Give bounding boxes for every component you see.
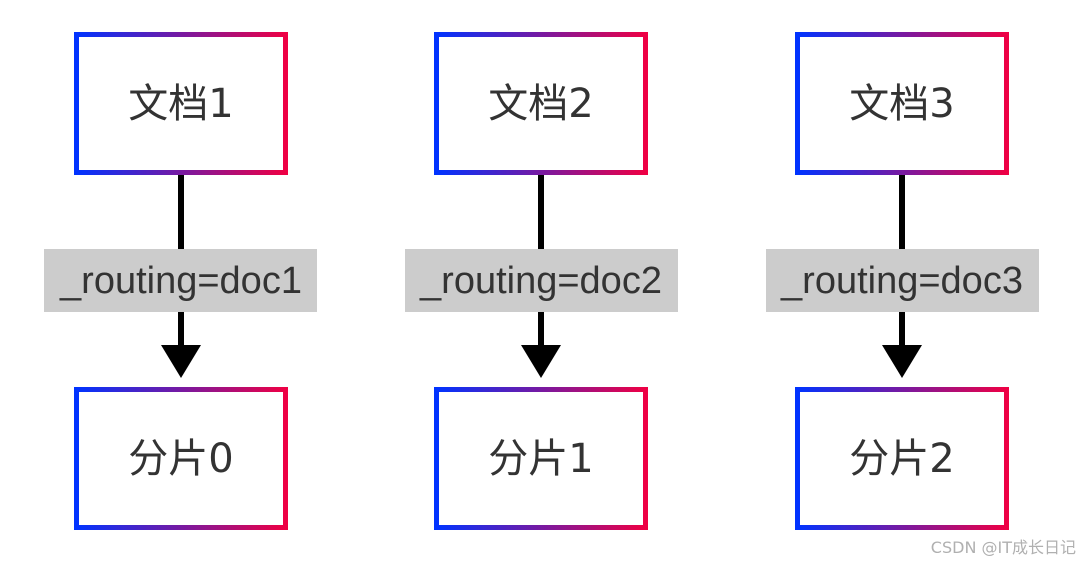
edge-label-bg-2 [405,249,678,312]
document-label-3: 文档3 [849,81,954,127]
flow-column-1: 文档1 _routing=doc1 分片0 [44,32,317,530]
arrowhead-1 [161,345,201,378]
shard-box-1 [434,387,648,530]
flow-column-2: 文档2 _routing=doc2 分片1 [405,32,678,530]
flow-column-3: 文档3 _routing=doc3 分片2 [766,32,1039,530]
shard-label-0: 分片0 [128,436,233,482]
shard-box-2 [795,387,1009,530]
shard-label-1: 分片1 [488,436,593,482]
edge-label-3: _routing=doc3 [780,260,1023,302]
shard-box-0 [74,387,288,530]
shard-label-2: 分片2 [849,436,954,482]
document-label-2: 文档2 [488,81,593,127]
arrowhead-2 [521,345,561,378]
edge-label-bg-3 [766,249,1039,312]
document-label-1: 文档1 [128,81,233,127]
arrowhead-3 [882,345,922,378]
document-box-2 [434,32,648,175]
edge-label-bg-1 [44,249,317,312]
document-box-3 [795,32,1009,175]
document-box-1 [74,32,288,175]
watermark: CSDN @IT成长日记 [930,538,1076,557]
edge-label-2: _routing=doc2 [419,260,662,302]
edge-label-1: _routing=doc1 [59,260,302,302]
